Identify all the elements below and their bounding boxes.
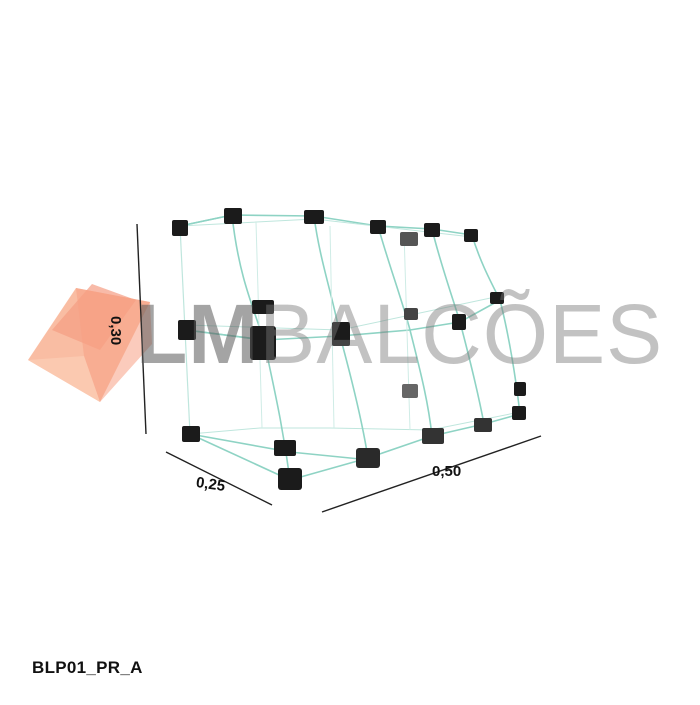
height-dimension-label: 0,30 (107, 316, 124, 346)
watermark-cube-logo (28, 284, 152, 402)
product-code-label: BLP01_PR_A (32, 658, 143, 677)
width-dimension-line (321, 435, 542, 513)
connectors (172, 208, 526, 490)
height-dimension-line (136, 223, 147, 435)
width-dimension-label: 0,50 (432, 463, 462, 480)
depth-dimension-line (165, 451, 273, 506)
watermark-brand-text: LMBALCÕES (136, 286, 663, 383)
watermark-brand-strong: LM (136, 287, 260, 381)
watermark-brand-rest: BALCÕES (259, 287, 664, 381)
dimension-lines (136, 223, 542, 513)
